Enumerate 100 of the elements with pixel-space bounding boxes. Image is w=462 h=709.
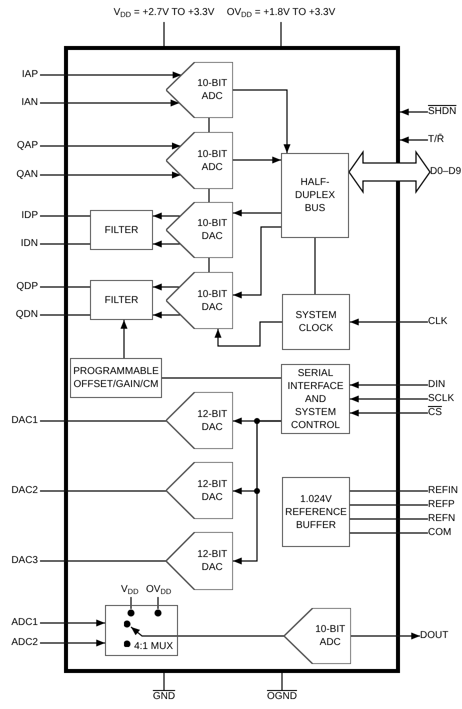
pin-label: IAP [0,68,40,82]
signal-arrow [400,136,428,144]
block-label: 12-BIT DAC [196,548,228,574]
signal-line [163,22,165,46]
pin-label: QDN [0,308,40,322]
pin-label: OGND [262,690,302,704]
pin-label: ADC1 [0,616,40,630]
block-label: SYSTEM CLOCK [294,309,338,335]
pin-label: REFN [428,512,462,526]
signal-arrow [40,620,105,626]
signal-line [40,286,90,288]
pin-label: IAN [0,96,40,110]
signal-line [40,215,90,217]
pin-label: COM [428,526,462,540]
signal-arrow [233,420,281,564]
supply-label: OV$_{DD}$ = +1.8V TO +3.3V [225,6,337,22]
signal-line [40,243,90,245]
offset-gain-block [70,358,162,398]
signal-arrow [153,212,180,220]
dac-block [166,462,233,519]
signal-line [350,490,428,492]
dac-block [166,272,233,329]
pin-label: ADC2 [0,636,40,650]
chip-outline [64,46,400,673]
signal-arrow [233,89,290,153]
reference-buffer-block [282,477,350,547]
filter-block [90,280,153,320]
supply-label: OV$_{DD}$ [146,583,172,596]
pin-label: CLK [428,315,462,329]
bus-block [281,153,349,238]
pin-label: QAN [0,168,40,182]
adc-block [166,132,233,189]
signal-line [350,532,428,534]
signal-line [208,118,210,132]
pin-label: DAC1 [0,414,40,428]
block-label: 12-BIT DAC [196,408,228,434]
block-label: FILTER [104,224,140,236]
block-label: 10-BIT DAC [196,217,228,243]
pin-label: REFP [428,498,462,512]
signal-line [162,377,281,379]
signal-arrow [214,321,282,347]
signal-line [40,420,166,422]
block-label: 4:1 MUX [134,640,174,654]
adc-block [166,62,233,118]
signal-arrow [351,632,420,640]
pin-label: IDN [0,237,40,251]
signal-line [40,490,166,492]
pin-label: CS [428,406,462,420]
supply-label: V$_{DD}$ [121,583,139,596]
signal-arrow [350,318,428,326]
block-label: 12-BIT DAC [196,478,228,504]
pin-label: D0–D9 [430,165,462,179]
pin-label: T/R̄ [428,133,462,147]
pin-label: SHDN [428,105,462,119]
block-label: 10-BIT ADC [314,623,346,649]
signal-arrow [40,100,180,106]
signal-line [40,560,166,562]
bus-arrow [348,150,431,194]
clock-block [282,294,350,350]
signal-arrow [130,626,284,637]
dac-block [166,532,233,590]
block-label: 10-BIT ADC [196,77,228,103]
signal-arrow [350,410,428,416]
block-label: SERIAL INTERFACE AND SYSTEM CONTROL [286,366,345,432]
block-label: 1.024V REFERENCE BUFFER [284,492,348,532]
pin-label: DOUT [420,629,454,643]
signal-arrow [350,396,428,402]
dac-block [166,392,233,449]
pin-label: DIN [428,378,462,392]
signal-line [314,238,316,294]
pin-label: REFIN [428,484,462,498]
block-label: 10-BIT ADC [196,148,228,174]
signal-line [350,504,428,506]
block-label: 10-BIT DAC [196,288,228,314]
signal-arrow [153,312,181,318]
supply-label: V$_{DD}$ = +2.7V TO +3.3V [108,6,220,22]
signal-arrow [153,284,180,290]
signal-line [350,518,428,520]
pin-label: IDP [0,209,40,223]
signal-line [280,22,282,46]
block-label: HALF-DUPLEX BUS [294,176,336,215]
mux-block [105,605,178,656]
signal-arrow [400,108,428,116]
signal-line [208,258,210,272]
pin-label: SCLK [428,392,462,406]
pin-label: QAP [0,139,40,153]
signal-arrow [40,640,105,646]
pin-label: QDP [0,280,40,294]
filter-block [90,210,153,250]
signal-line [208,189,210,202]
signal-arrow [233,156,281,164]
signal-line [281,673,283,690]
signal-arrow [40,172,181,178]
signal-arrow [233,226,281,298]
signal-arrow [40,72,182,78]
signal-arrow [350,382,428,388]
adc-block [284,608,351,664]
block-label: PROGRAMMABLE OFFSET/GAIN/CM [72,365,160,391]
pin-label: DAC2 [0,484,40,498]
signal-line [163,673,165,690]
